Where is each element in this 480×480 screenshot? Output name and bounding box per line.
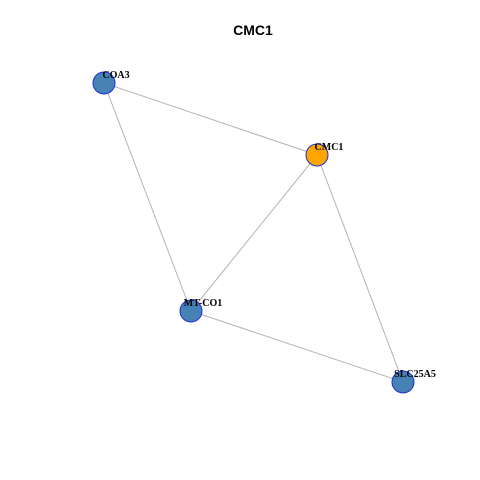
node-label-mt-co1: MT-CO1 <box>184 298 223 309</box>
edges-layer <box>103 82 404 383</box>
node-slc25a5 <box>391 370 415 394</box>
node-mt-co1 <box>179 299 203 323</box>
edge-mt-co1-slc25a5 <box>190 310 404 383</box>
edge-cmc1-slc25a5 <box>316 154 404 383</box>
plot-title: CMC1 <box>233 22 273 38</box>
node-label-slc25a5: SLC25A5 <box>394 369 436 380</box>
node-cmc1 <box>305 143 329 167</box>
node-coa3 <box>92 71 116 95</box>
edge-coa3-cmc1 <box>103 82 318 156</box>
node-label-cmc1: CMC1 <box>315 142 344 153</box>
nodes-layer <box>92 71 415 394</box>
edge-cmc1-mt-co1 <box>190 154 318 312</box>
node-label-coa3: COA3 <box>102 70 129 81</box>
edge-coa3-mt-co1 <box>103 82 192 312</box>
